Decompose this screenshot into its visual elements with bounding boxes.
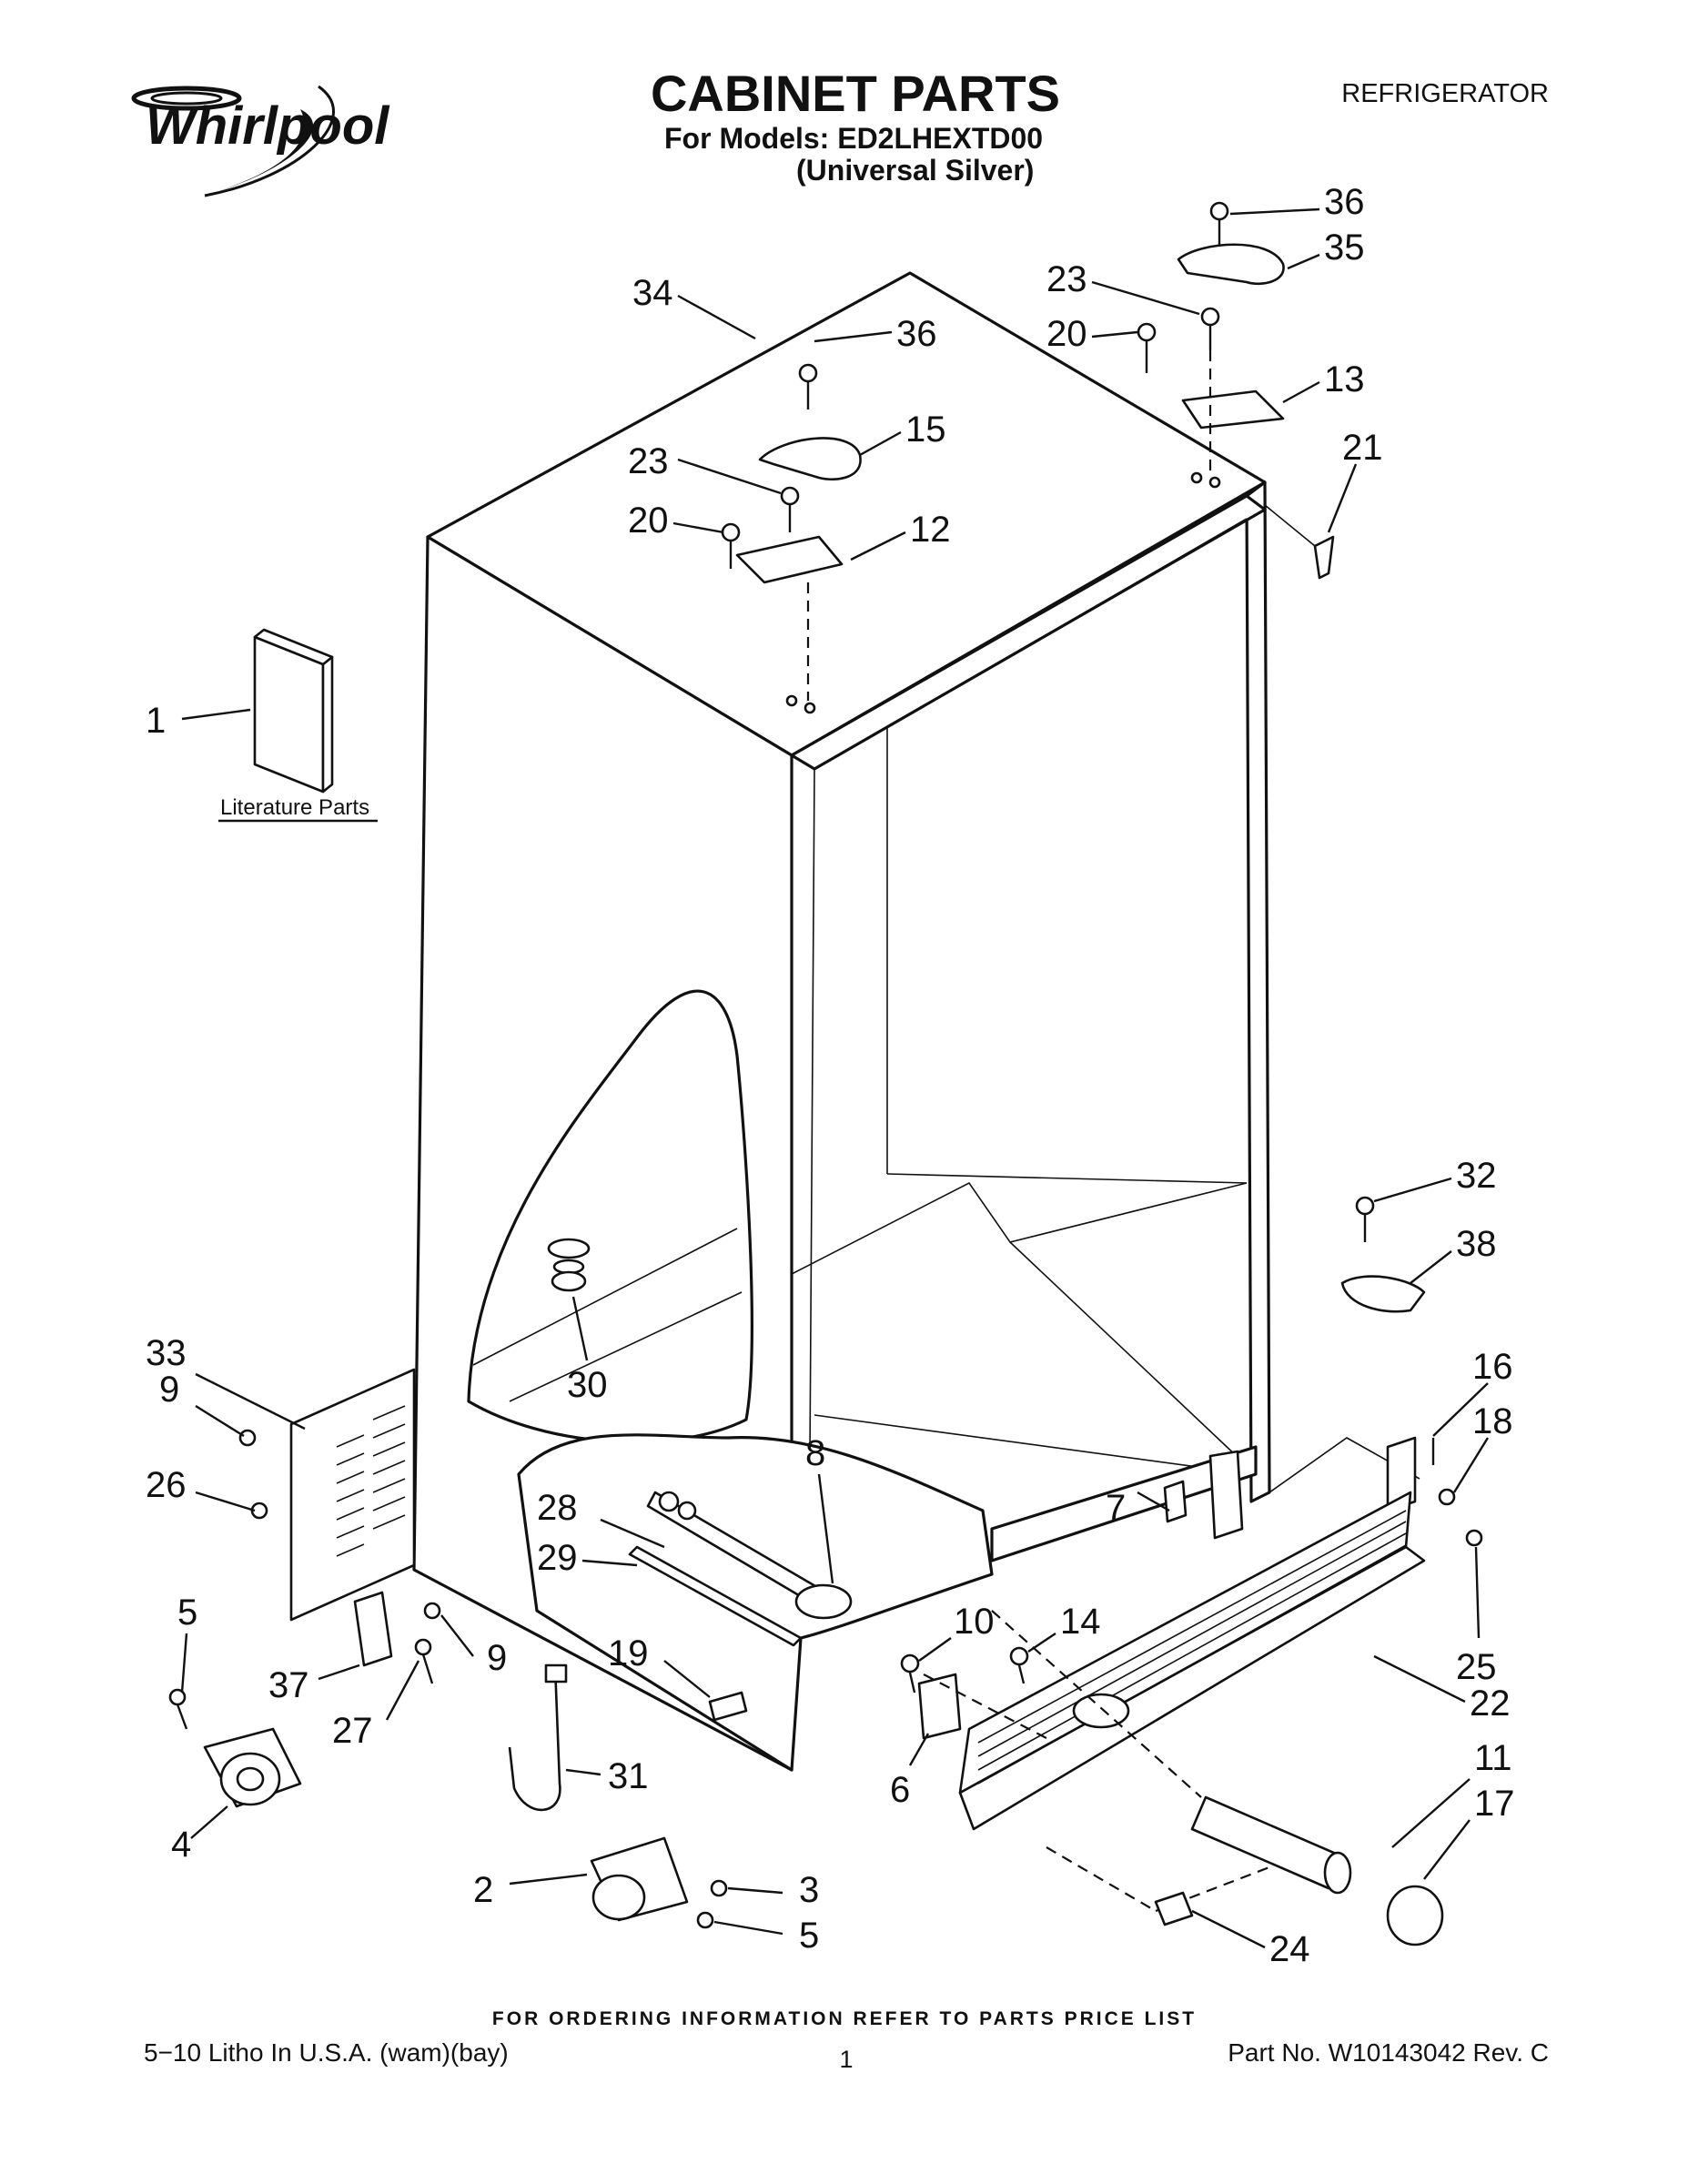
grille-clip (1154, 1891, 1194, 1926)
callout-34: 34 (632, 273, 673, 313)
callout-28: 28 (537, 1488, 578, 1528)
callout-18: 18 (1472, 1401, 1513, 1441)
callout-27: 27 (332, 1711, 373, 1751)
page-title: CABINET PARTS (651, 65, 1060, 122)
callout-2: 2 (473, 1870, 493, 1910)
wire-clip (1163, 1480, 1188, 1523)
callout-37: 37 (268, 1665, 309, 1705)
callout-30: 30 (567, 1365, 608, 1405)
literature-parts-label: Literature Parts (220, 795, 369, 820)
callout-14: 14 (1060, 1602, 1101, 1642)
callout-6: 6 (890, 1770, 910, 1810)
color-line: (Universal Silver) (796, 154, 1034, 187)
callout-26: 26 (146, 1465, 187, 1505)
literature-booklet (253, 628, 334, 794)
callout-numbers: 1 2 3 4 5 5 6 7 8 9 9 10 11 12 13 14 15 … (146, 182, 1515, 1969)
base-grille (958, 1491, 1426, 1913)
callout-1: 1 (146, 701, 166, 741)
models-line: For Models: ED2LHEXTD00 (664, 122, 1043, 155)
callout-7: 7 (1106, 1488, 1126, 1528)
callout-4: 4 (171, 1825, 191, 1865)
front-roller-right (590, 1836, 728, 1929)
callout-9-right: 9 (487, 1638, 507, 1678)
callout-16: 16 (1472, 1347, 1513, 1387)
callout-20-left: 20 (628, 500, 669, 541)
callout-8: 8 (805, 1433, 825, 1473)
callout-22: 22 (1470, 1684, 1511, 1724)
callout-33: 33 (146, 1333, 187, 1373)
panel-screw-upper (238, 1429, 257, 1447)
lower-cutaway (517, 1433, 994, 1772)
callout-21: 21 (1342, 428, 1383, 468)
callout-32: 32 (1456, 1156, 1497, 1196)
category-label: REFRIGERATOR (1341, 79, 1549, 108)
callout-36-left: 36 (896, 314, 937, 354)
drain-tube (508, 1664, 561, 1812)
door-stop (1313, 535, 1335, 580)
drain-cutaway (467, 989, 753, 1444)
callout-36-right: 36 (1324, 182, 1365, 222)
callout-5-left: 5 (177, 1592, 197, 1633)
top-hinge-right (1137, 201, 1285, 489)
filter-head-bracket (900, 1646, 1047, 1740)
callout-9-left: 9 (159, 1370, 179, 1410)
callout-17: 17 (1474, 1784, 1515, 1824)
callout-23-right: 23 (1046, 259, 1087, 299)
callout-12: 12 (910, 510, 951, 550)
callout-leaders (180, 207, 1490, 1949)
brand-wordmark: Whirlpool (146, 96, 390, 156)
callout-5-right: 5 (799, 1916, 819, 1956)
callout-20-right: 20 (1046, 314, 1087, 354)
callout-19: 19 (608, 1633, 649, 1673)
callout-35: 35 (1324, 228, 1365, 268)
callout-13: 13 (1324, 359, 1365, 399)
callout-38: 38 (1456, 1224, 1497, 1264)
callout-10: 10 (954, 1602, 995, 1642)
hinge-plate-left (353, 1591, 441, 1684)
callout-15: 15 (905, 410, 946, 450)
callout-25: 25 (1456, 1647, 1497, 1687)
whirlpool-logo: Whirlpool (131, 85, 390, 197)
callout-3: 3 (799, 1870, 819, 1910)
front-roller-left (168, 1688, 302, 1808)
callout-23-left: 23 (628, 441, 669, 481)
water-filter (991, 1610, 1444, 1946)
litho-line: 5−10 Litho In U.S.A. (wam)(bay) (144, 2038, 509, 2067)
callout-31: 31 (608, 1756, 649, 1796)
part-number: Part No. W10143042 Rev. C (1228, 2038, 1549, 2067)
ordering-note: FOR ORDERING INFORMATION REFER TO PARTS … (492, 2008, 1197, 2029)
callout-24: 24 (1269, 1929, 1310, 1969)
rear-access-panel (289, 1368, 416, 1622)
page-number: 1 (839, 2046, 853, 2073)
leveling-parts-right (1340, 1196, 1426, 1313)
callout-11: 11 (1474, 1738, 1512, 1778)
top-hinge-left (721, 363, 862, 714)
callout-29: 29 (537, 1538, 578, 1578)
